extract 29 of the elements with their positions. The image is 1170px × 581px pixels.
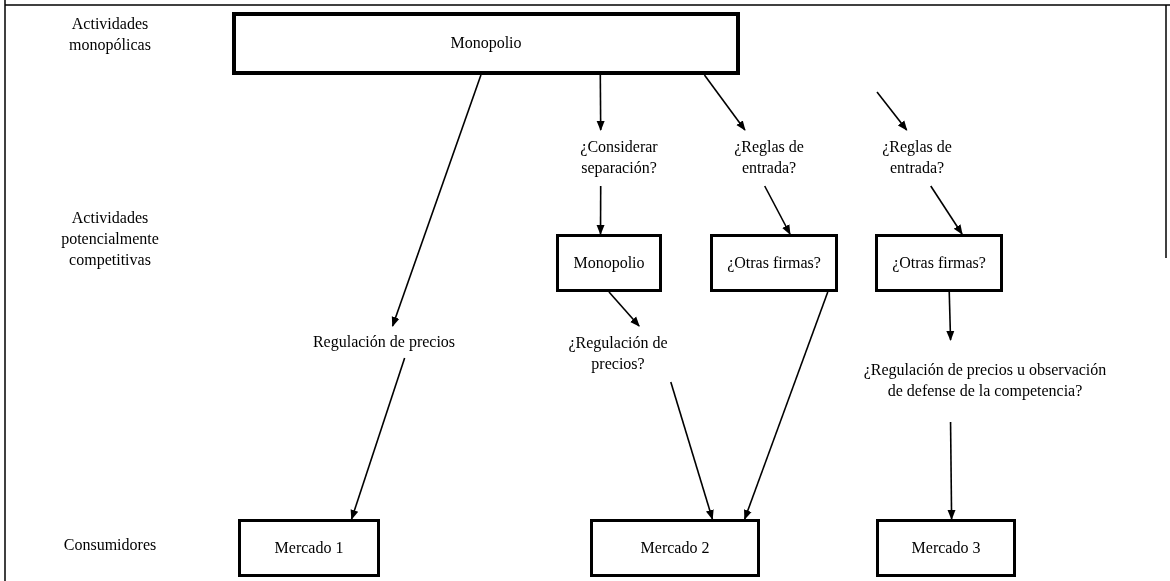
arrow: [670, 381, 714, 520]
process-box: Monopolio: [232, 12, 740, 75]
decision-text: ¿Reglas de entrada?: [874, 130, 960, 186]
process-box: ¿Otras firmas?: [710, 234, 838, 292]
decision-text: ¿Regulación de precios?: [552, 326, 684, 382]
arrow: [947, 421, 956, 520]
row-label: Consumidores: [62, 535, 158, 555]
process-box: ¿Otras firmas?: [875, 234, 1003, 292]
decision-text: ¿Reglas de entrada?: [726, 130, 812, 186]
arrow: [350, 357, 406, 520]
process-box: Mercado 3: [876, 519, 1016, 577]
arrow: [929, 185, 963, 235]
arrow: [946, 291, 955, 341]
decision-text: ¿Considerar separación?: [558, 130, 680, 186]
process-box: Mercado 2: [590, 519, 760, 577]
decision-text: ¿Regulación de precios u observación de defense de la competencia?: [862, 340, 1108, 422]
arrow: [596, 185, 605, 235]
process-box: Mercado 1: [238, 519, 380, 577]
arrow: [763, 185, 791, 235]
process-box: Monopolio: [556, 234, 662, 292]
decision-text: Regulación de precios: [298, 326, 470, 358]
row-label: Actividades potencialmente competitivas: [60, 208, 160, 271]
arrow: [608, 291, 640, 327]
arrow: [743, 291, 829, 520]
row-label: Actividades monopólicas: [68, 14, 152, 56]
arrow: [596, 74, 605, 131]
arrow: [876, 91, 908, 131]
arrow: [391, 74, 482, 327]
arrow: [703, 74, 746, 131]
